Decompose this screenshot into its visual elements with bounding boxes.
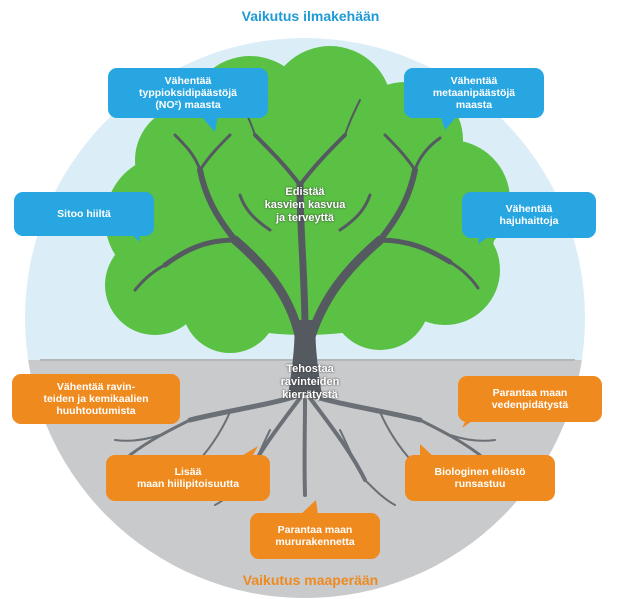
bubble-line: Vähentää	[164, 75, 212, 87]
bubble-line: hajuhaittoja	[499, 215, 559, 227]
bubble-line: Sitoo hiiltä	[57, 208, 111, 220]
bubble-line: Parantaa maan	[277, 524, 353, 536]
bubble-soil-carbon: Lisää maan hiilipitoisuutta	[106, 455, 270, 501]
tree-trunk	[288, 320, 322, 395]
bubble-nitrous-oxide: Vähentää typpioksidipäästöjä (NO²) maast…	[108, 68, 268, 118]
tree-crown	[105, 46, 510, 353]
bubble-odour: Vähentää hajuhaittoja	[462, 192, 596, 238]
bubble-line: Biologinen eliöstö	[434, 466, 526, 478]
crown-line: kasvien kasvua	[264, 199, 346, 211]
crown-line: ja terveyttä	[275, 212, 335, 224]
bubble-biota: Biologinen eliöstö runsastuu	[405, 455, 555, 501]
bubble-line: Vähentää	[505, 203, 553, 215]
trunk-line: ravinteiden	[280, 376, 340, 388]
bubble-line: Lisää	[174, 466, 202, 478]
bubble-line: Vähentää	[450, 75, 498, 87]
bubble-water-retention: Parantaa maan vedenpidätystä	[458, 376, 602, 422]
bubble-leaching: Vähentää ravin- teiden ja kemikaalien hu…	[12, 374, 180, 424]
heading-soil: Vaikutus maaperään	[242, 572, 379, 588]
bubble-line: Vähentää ravin-	[56, 381, 136, 393]
bubble-soil-structure: Parantaa maan mururakennetta	[250, 513, 380, 559]
bubble-line: metaanipäästöjä	[432, 87, 516, 99]
bubble-line: typpioksidipäästöjä	[138, 87, 238, 99]
bubble-methane: Vähentää metaanipäästöjä maasta	[404, 68, 544, 118]
bubble-line: maasta	[455, 99, 493, 111]
bubble-line: huuhtoutumista	[56, 405, 136, 417]
bubble-line: teiden ja kemikaalien	[43, 393, 149, 405]
crown-text: Edistää kasvien kasvua ja terveyttä	[235, 186, 375, 225]
trunk-text: Tehostaa ravinteiden kierrätystä	[250, 363, 370, 402]
bubble-line: vedenpidätystä	[491, 399, 569, 411]
bubble-line: maan hiilipitoisuutta	[136, 478, 240, 490]
bubble-line: Parantaa maan	[492, 387, 568, 399]
trunk-line: Tehostaa	[286, 363, 334, 375]
bubble-line: mururakennetta	[275, 536, 355, 548]
bubble-line: (NO²) maasta	[155, 99, 221, 111]
trunk-line: kierrätystä	[282, 389, 338, 401]
crown-line: Edistää	[285, 186, 325, 198]
bubble-line: runsastuu	[454, 478, 506, 490]
heading-atmosphere: Vaikutus ilmakehään	[241, 8, 380, 24]
bubble-carbon: Sitoo hiiltä	[14, 192, 154, 236]
